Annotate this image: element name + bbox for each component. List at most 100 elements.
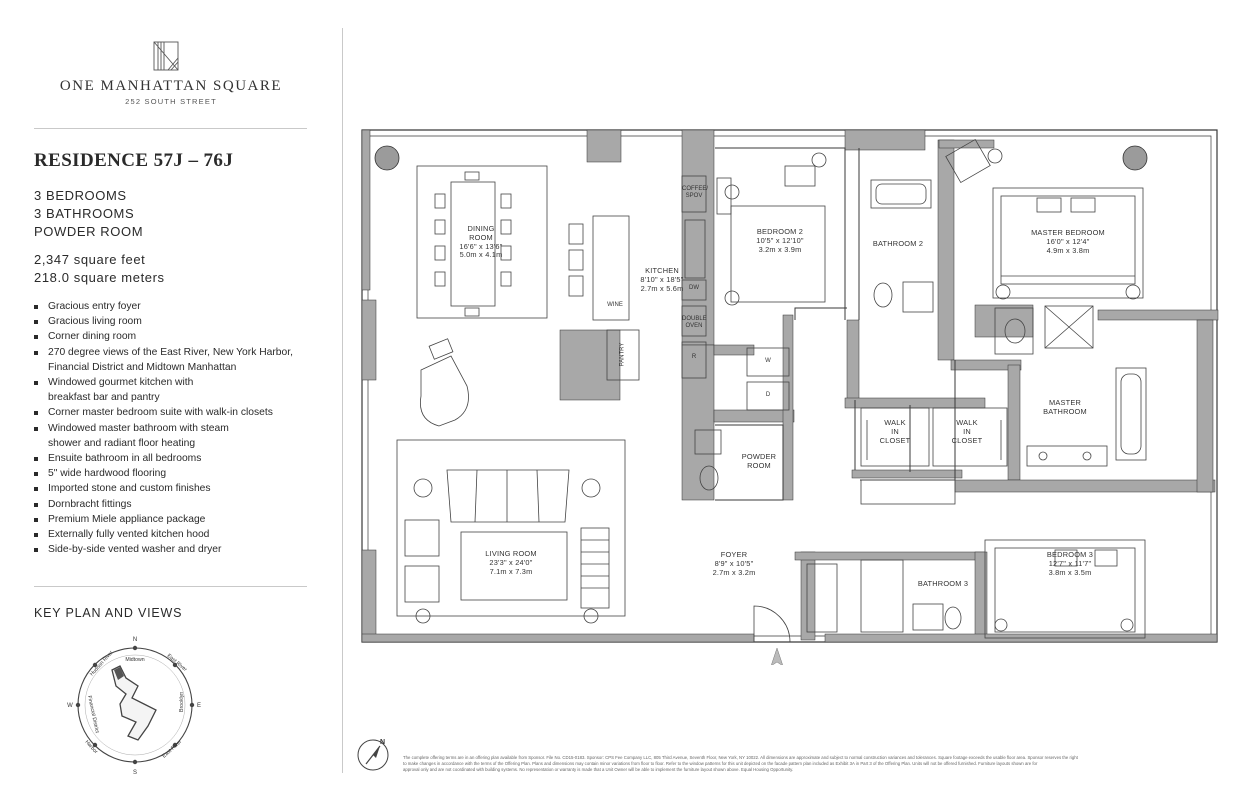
feature-item: Premium Miele appliance package bbox=[34, 512, 334, 527]
feature-item: Dornbracht fittings bbox=[34, 497, 334, 512]
dining-furniture bbox=[416, 165, 548, 319]
bathroom3-label: BATHROOM 3 bbox=[917, 579, 969, 588]
powder-room-label: POWDER ROOM bbox=[741, 452, 777, 470]
square-meters: 218.0 square meters bbox=[34, 270, 165, 285]
unit-highlight-icon bbox=[114, 667, 124, 680]
master-bedroom-label: MASTER BEDROOM 16'0" x 12'4" 4.9m x 3.8m bbox=[1031, 228, 1105, 255]
corner-column bbox=[374, 145, 400, 171]
wine-label: WINE bbox=[607, 302, 623, 308]
walk-in-closet-1-label: WALK IN CLOSET bbox=[879, 418, 911, 445]
key-plan-s: S bbox=[133, 770, 137, 776]
bullet-icon bbox=[34, 457, 38, 462]
powder-room-spec: POWDER ROOM bbox=[34, 224, 144, 239]
building-outline-icon bbox=[111, 665, 157, 741]
panel-divider bbox=[342, 28, 343, 773]
walk-in-closet-2-label: WALK IN CLOSET bbox=[951, 418, 983, 445]
dining-room-label: DINING ROOM 16'6" x 13'6" 5.0m x 4.1m bbox=[459, 224, 503, 260]
key-plan-title: KEY PLAN AND VIEWS bbox=[34, 606, 183, 620]
logo-icon bbox=[153, 41, 179, 71]
bullet-icon bbox=[34, 381, 38, 386]
square-feet: 2,347 square feet bbox=[34, 252, 146, 267]
feature-list: Gracious entry foyer Gracious living roo… bbox=[34, 299, 334, 557]
master-bathroom-label: MASTER BATHROOM bbox=[1043, 398, 1087, 416]
interior-partitions bbox=[715, 147, 956, 501]
bullet-icon bbox=[34, 426, 38, 431]
north-compass-label: N bbox=[380, 739, 385, 746]
key-plan-ticks bbox=[75, 645, 195, 765]
master-bath-fixtures bbox=[860, 305, 1147, 505]
bullet-icon bbox=[34, 548, 38, 553]
foyer-label: FOYER 8'9" x 10'5" 2.7m x 3.2m bbox=[712, 550, 756, 577]
feature-item: 5" wide hardwood flooring bbox=[34, 466, 334, 481]
key-plan-w: W bbox=[67, 703, 73, 709]
bedroom3-bathroom3-fixtures bbox=[806, 539, 1146, 639]
brand-address: 252 SOUTH STREET bbox=[125, 97, 217, 106]
living-furniture bbox=[396, 439, 626, 624]
bullet-icon bbox=[34, 305, 38, 309]
washer-label: W bbox=[765, 358, 771, 364]
entry-door bbox=[753, 605, 791, 643]
left-info-panel: ONE MANHATTAN SQUARE 252 SOUTH STREET RE… bbox=[0, 0, 342, 800]
bullet-icon bbox=[34, 350, 38, 355]
key-plan-e: E bbox=[197, 703, 201, 709]
bedroom2-label: BEDROOM 2 10'5" x 12'10" 3.2m x 3.9m bbox=[756, 227, 804, 254]
kitchen-fixtures bbox=[568, 175, 707, 381]
bullet-icon bbox=[34, 472, 38, 477]
dishwasher-label: DW bbox=[689, 285, 699, 291]
feature-item: Imported stone and custom finishes bbox=[34, 481, 334, 496]
bullet-icon bbox=[34, 320, 38, 325]
feature-item: Corner master bedroom suite with walk-in… bbox=[34, 405, 334, 420]
kitchen-label: KITCHEN 8'10" x 18'5" 2.7m x 5.6m bbox=[640, 266, 684, 293]
bullet-icon bbox=[34, 502, 38, 507]
residence-title: RESIDENCE 57J – 76J bbox=[34, 150, 234, 171]
refrigerator-label: R bbox=[691, 354, 697, 360]
living-room-label: LIVING ROOM 23'3" x 24'0" 7.1m x 7.3m bbox=[485, 549, 537, 576]
bathroom2-label: BATHROOM 2 bbox=[872, 239, 924, 248]
floor-plan-drawing bbox=[361, 129, 1219, 665]
brand-name: ONE MANHATTAN SQUARE bbox=[59, 78, 283, 94]
corner-column bbox=[1122, 145, 1148, 171]
bedroom3-label: BEDROOM 3 12'7" x 11'7" 3.8m x 3.5m bbox=[1046, 550, 1094, 577]
key-plan-east-river-top: East River bbox=[166, 653, 188, 673]
pantry-label: PANTRY bbox=[619, 342, 626, 367]
floor-plan: DINING ROOM 16'6" x 13'6" 5.0m x 4.1m KI… bbox=[355, 120, 1223, 665]
bedroom2-furniture bbox=[716, 152, 827, 306]
coffee-spov-label: COFFEE/ SPOV bbox=[682, 186, 709, 199]
key-plan-diagram: N S E W Hudson River Midtown East River … bbox=[67, 637, 201, 776]
key-plan-brooklyn: Brooklyn bbox=[179, 692, 185, 712]
bullet-icon bbox=[34, 411, 38, 416]
key-plan-financial: Financial District bbox=[86, 695, 100, 734]
bullet-icon bbox=[34, 517, 38, 522]
feature-item: Side-by-side vented washer and dryer bbox=[34, 542, 334, 557]
feature-item: Ensuite bathroom in all bedrooms bbox=[34, 451, 334, 466]
feature-item: Gracious entry foyer bbox=[34, 299, 334, 314]
legal-disclaimer: The complete offering terms are in an of… bbox=[403, 755, 1078, 772]
feature-item: Corner dining room bbox=[34, 329, 334, 344]
bathroom2-fixtures bbox=[870, 179, 934, 313]
divider-bottom bbox=[34, 586, 307, 587]
bullet-icon bbox=[34, 533, 38, 538]
key-plan-east-river-bottom: East River bbox=[161, 739, 183, 760]
bedrooms-count: 3 BEDROOMS bbox=[34, 188, 127, 203]
north-compass-icon: N bbox=[357, 739, 389, 771]
feature-item: Gracious living room bbox=[34, 314, 334, 329]
feature-item: 270 degree views of the East River, New … bbox=[34, 345, 334, 375]
master-bedroom-furniture bbox=[945, 138, 1144, 300]
bathrooms-count: 3 BATHROOMS bbox=[34, 206, 135, 221]
feature-item: Externally fully vented kitchen hood bbox=[34, 527, 334, 542]
divider-top bbox=[34, 128, 307, 129]
bullet-icon bbox=[34, 487, 38, 492]
key-plan-n: N bbox=[133, 637, 137, 643]
double-oven-label: DOUBLE OVEN bbox=[682, 316, 707, 329]
bullet-icon bbox=[34, 335, 38, 340]
north-arrow-icon bbox=[771, 647, 783, 665]
dryer-label: D bbox=[765, 392, 771, 398]
key-plan-hudson: Hudson River bbox=[89, 650, 115, 678]
piano-icon bbox=[420, 338, 469, 427]
key-plan-harbor: Harbor bbox=[84, 739, 99, 755]
powder-laundry-fixtures bbox=[694, 347, 790, 491]
key-plan-inner-ring bbox=[84, 654, 186, 756]
key-plan-midtown: Midtown bbox=[125, 657, 144, 663]
